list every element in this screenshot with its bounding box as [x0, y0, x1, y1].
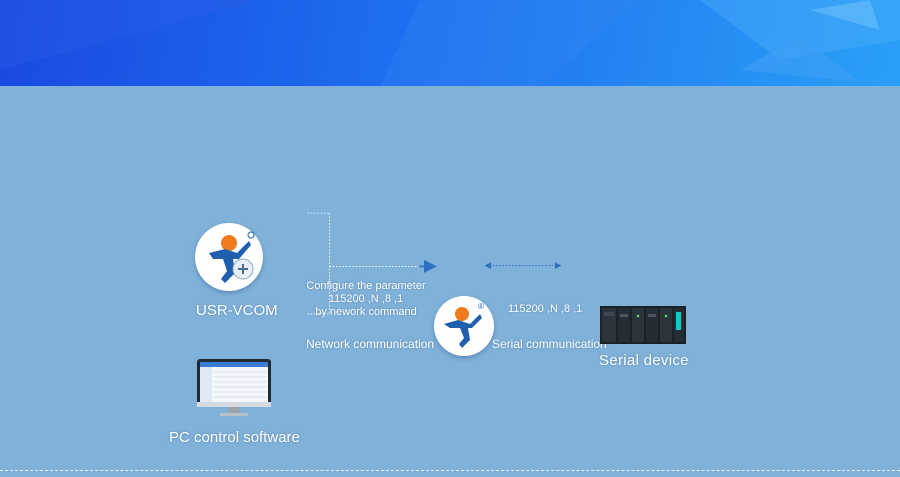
connector-layer: [307, 212, 562, 315]
config-line-1: Configure the parameter: [306, 280, 426, 292]
config-parameter-text: Configure the parameter 115200 ,N ,8 ,1 …: [306, 280, 426, 319]
module-badge: ®: [478, 302, 484, 311]
network-communication-label: Network communication: [306, 337, 435, 351]
software-bracket: [307, 212, 429, 315]
usr-vcom-logo-icon: [195, 223, 263, 291]
plc-device-icon: [600, 304, 686, 346]
monitor-icon: [196, 358, 272, 418]
usr-module-icon: ®: [434, 296, 494, 356]
serial-communication-label: Serial communication: [492, 337, 607, 351]
config-line-2: 115200 ,N ,8 ,1: [328, 293, 404, 305]
bottom-divider: [0, 470, 900, 471]
banner-decoration: [0, 0, 900, 86]
usr-vcom-label: USR-VCOM: [196, 302, 278, 319]
serial-device-label: Serial device: [599, 352, 689, 369]
pc-software-label: PC control software: [169, 429, 300, 446]
serial-params-label: 115200 ,N ,8 ,1: [508, 303, 583, 315]
config-line-3: by nework command: [315, 306, 417, 318]
header-banner: [0, 0, 900, 86]
